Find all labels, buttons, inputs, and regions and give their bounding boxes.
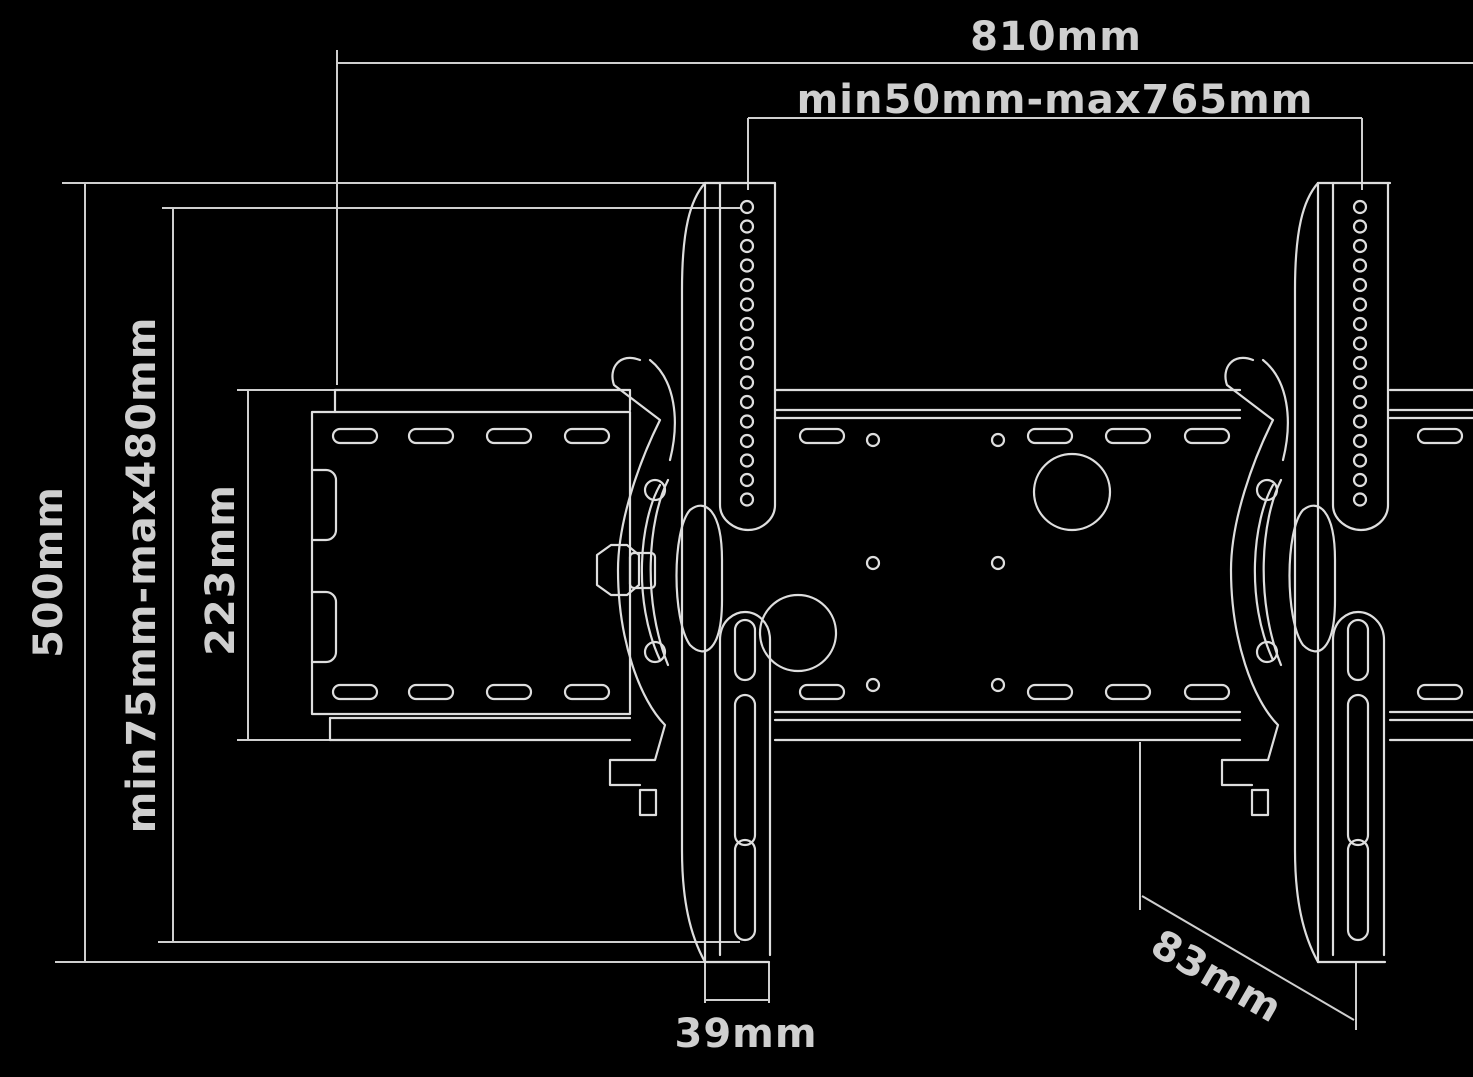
mounting-slot	[331, 683, 379, 701]
label-overall-height: 500mm	[26, 486, 72, 658]
label-overall-width: 810mm	[970, 14, 1142, 60]
adjustment-hole	[739, 238, 755, 254]
mounting-slot	[798, 427, 846, 445]
adjustment-hole	[739, 492, 755, 507]
adjustment-hole	[1352, 492, 1368, 507]
mounting-slot	[485, 427, 533, 445]
adjustment-hole	[739, 355, 755, 371]
mounting-slot	[1183, 683, 1231, 701]
adjustment-hole	[1352, 394, 1368, 410]
right-tilt-bracket	[1220, 181, 1392, 964]
mounting-slot	[1026, 683, 1074, 701]
adjustment-hole	[739, 219, 755, 234]
mounting-slot	[407, 427, 455, 445]
adjustment-hole	[739, 277, 755, 293]
mounting-slot	[1416, 683, 1464, 701]
adjustment-hole	[1352, 336, 1368, 351]
left-tilt-bracket	[595, 181, 777, 964]
label-vesa-vertical: min75mm-max480mm	[119, 317, 165, 834]
mounting-slot	[1026, 427, 1074, 445]
adjustment-hole	[1352, 472, 1368, 488]
mounting-slot	[563, 427, 611, 445]
adjustment-hole	[1352, 297, 1368, 312]
adjustment-hole	[739, 199, 755, 215]
adjustment-hole	[739, 433, 755, 449]
dimension-labels: 810mm min50mm-max765mm 500mm min75mm-max…	[26, 14, 1314, 1057]
adjustment-hole	[1352, 316, 1368, 332]
adjustment-hole	[739, 414, 755, 429]
adjustment-hole	[1352, 433, 1368, 449]
adjustment-hole	[1352, 277, 1368, 293]
adjustment-hole	[1352, 375, 1368, 390]
adjustment-hole	[739, 375, 755, 390]
adjustment-hole	[739, 336, 755, 351]
adjustment-hole	[1352, 414, 1368, 429]
label-wall-plate-height: 223mm	[198, 484, 244, 656]
mounting-slot	[1183, 427, 1231, 445]
adjustment-hole	[739, 453, 755, 468]
mounting-slot	[1416, 427, 1464, 445]
adjustment-hole	[739, 316, 755, 332]
adjustment-hole	[739, 258, 755, 273]
label-profile-depth: 39mm	[674, 1011, 817, 1057]
adjustment-hole	[1352, 453, 1368, 468]
adjustment-hole	[1352, 238, 1368, 254]
mounting-slot	[331, 427, 379, 445]
mounting-slot	[1104, 427, 1152, 445]
dimension-lines	[55, 50, 1473, 1030]
adjustment-hole	[739, 297, 755, 312]
mounting-slot	[798, 683, 846, 701]
adjustment-hole	[1352, 199, 1368, 215]
mounting-slot	[563, 683, 611, 701]
adjustment-hole	[739, 472, 755, 488]
mounting-slot	[407, 683, 455, 701]
mounting-slot	[485, 683, 533, 701]
adjustment-hole	[1352, 258, 1368, 273]
mounting-slot	[1104, 683, 1152, 701]
label-wall-distance: 83mm	[1143, 921, 1290, 1032]
adjustment-hole	[1352, 355, 1368, 371]
label-hole-spacing: min50mm-max765mm	[797, 77, 1314, 123]
adjustment-hole	[1352, 219, 1368, 234]
wall-plate	[310, 388, 1473, 742]
adjustment-hole	[739, 394, 755, 410]
